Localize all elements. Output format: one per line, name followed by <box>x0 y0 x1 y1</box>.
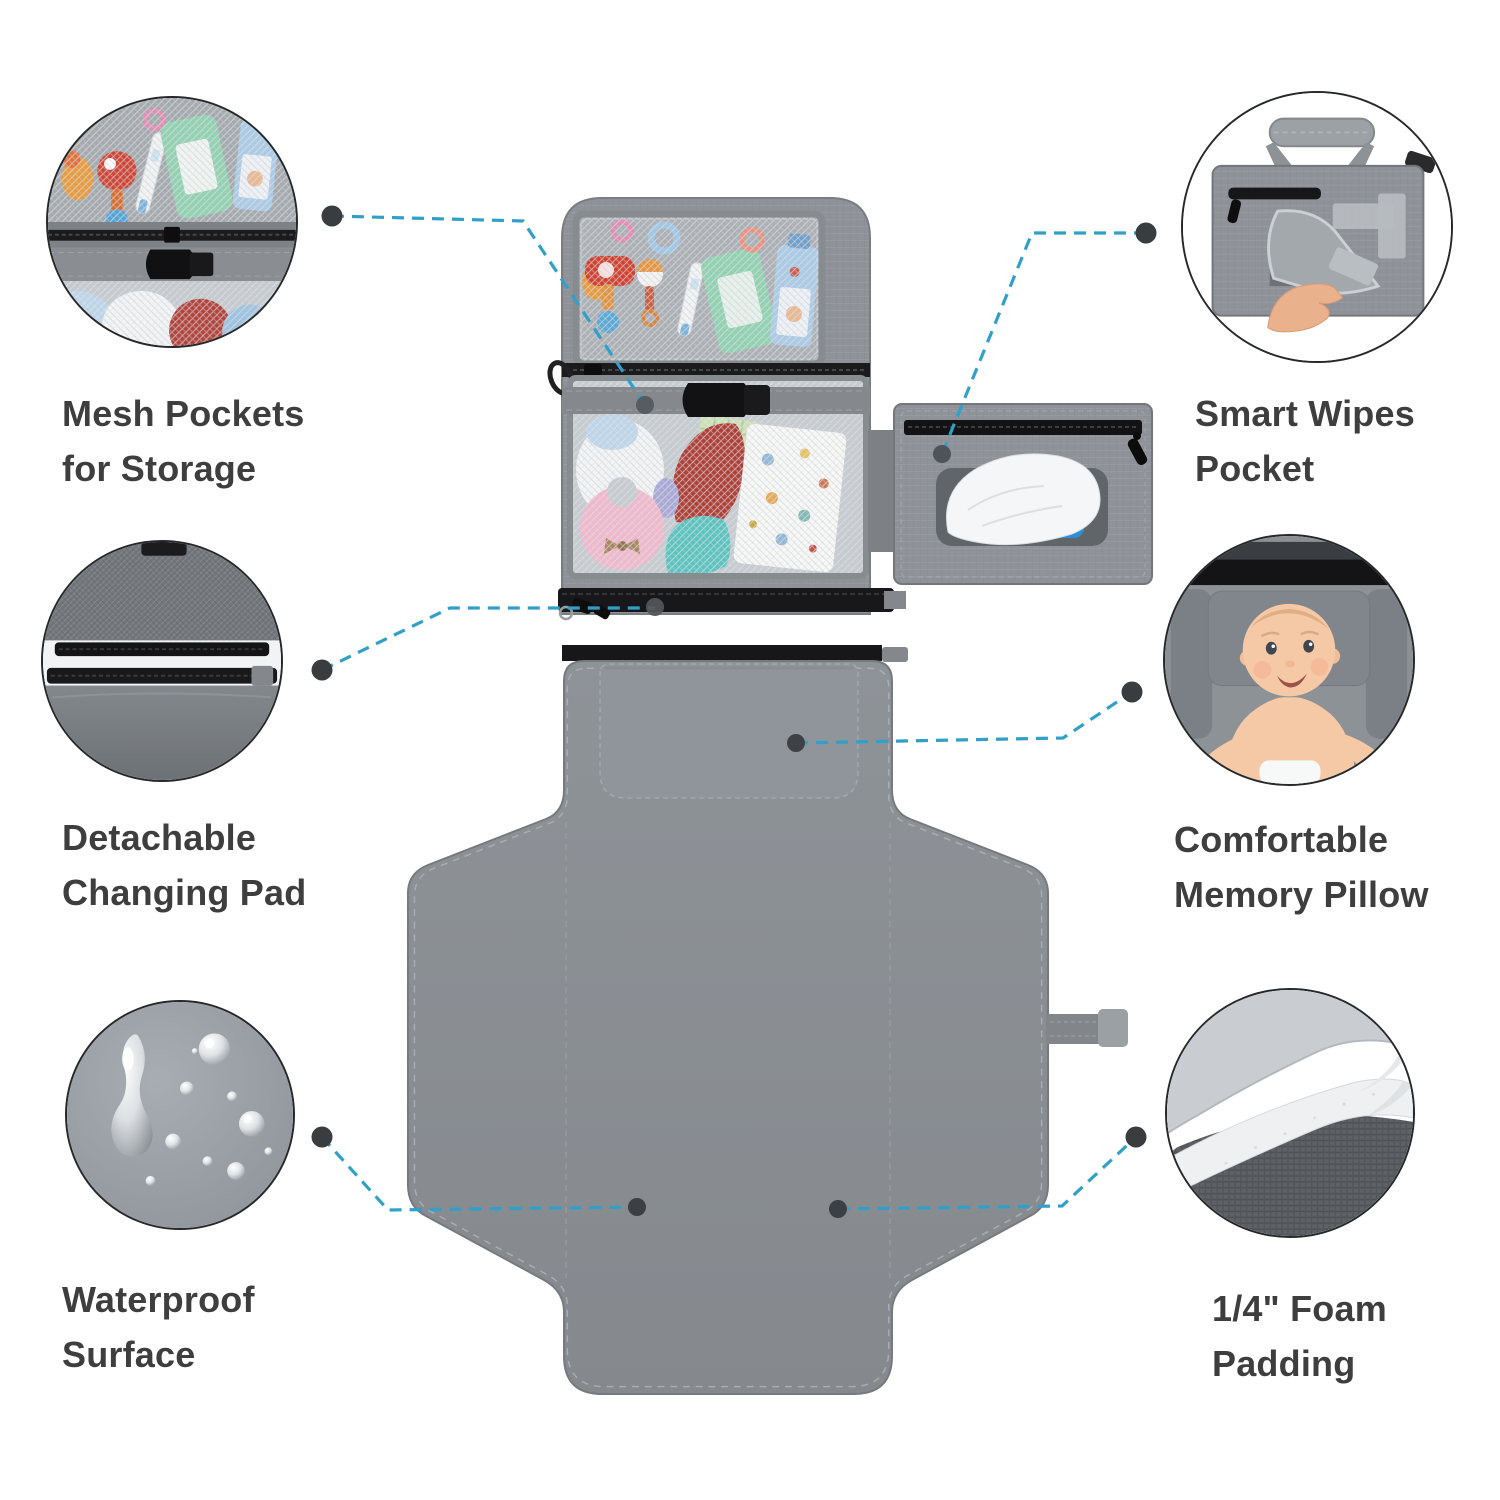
feature-label-waterproof: Waterproof Surface <box>62 1279 255 1375</box>
callout-line-detachable-pad <box>321 606 655 672</box>
callout-line-foam-padding <box>837 1135 1138 1211</box>
feature-label-memory-pillow: Comfortable Memory Pillow <box>1174 819 1429 915</box>
foam-padding-photo-icon <box>1167 990 1413 1236</box>
feature-photo-detachable-pad <box>41 540 283 782</box>
wipes-pouch <box>868 403 1153 585</box>
lower-mesh-pocket <box>567 375 869 579</box>
feature-label-detachable-pad: Detachable Changing Pad <box>62 817 307 913</box>
memory-pillow <box>599 663 859 799</box>
pad-body <box>407 660 1049 1395</box>
callout-line-memory-pillow <box>795 690 1133 745</box>
organizer-bottom-zipper <box>558 588 906 621</box>
feature-photo-foam-padding <box>1165 988 1415 1238</box>
top-mesh-pocket <box>572 210 826 368</box>
callout-lines <box>320 214 1146 1212</box>
baby-face-icon <box>1242 603 1336 697</box>
feature-label-smart-wipes: Smart Wipes Pocket <box>1195 393 1415 489</box>
top-sheet-layer <box>1167 990 1413 1134</box>
hand-icon <box>1267 283 1344 333</box>
feature-photo-waterproof <box>65 1000 295 1230</box>
smart-wipes-photo-icon <box>1183 93 1451 361</box>
pad-side-strap <box>1046 1009 1128 1047</box>
feature-photo-mesh-pockets <box>46 96 298 348</box>
changing-pad <box>407 645 1128 1395</box>
feature-label-mesh-pockets: Mesh Pockets for Storage <box>62 393 305 489</box>
feature-label-foam-padding: 1/4" Foam Padding <box>1212 1288 1387 1384</box>
buckle-strap <box>562 383 870 417</box>
callout-dots <box>311 205 1157 1218</box>
detachable-pad-photo-icon <box>43 542 281 780</box>
waterproof-photo-icon <box>67 1002 293 1228</box>
water-drop-icon <box>111 1034 153 1157</box>
zipper-pull-icon <box>1127 438 1148 465</box>
buckle-icon <box>682 383 758 417</box>
callout-line-waterproof <box>320 1135 638 1212</box>
feature-photo-smart-wipes <box>1181 91 1453 363</box>
memory-pillow-photo-icon <box>1165 536 1413 784</box>
organizer-panel <box>547 197 906 621</box>
wipe-sheet <box>946 453 1101 546</box>
pad-top-zipper <box>562 645 882 661</box>
callout-line-mesh-pockets <box>331 214 647 406</box>
mesh-pockets-photo-icon <box>48 98 296 346</box>
feature-photo-memory-pillow <box>1163 534 1415 786</box>
